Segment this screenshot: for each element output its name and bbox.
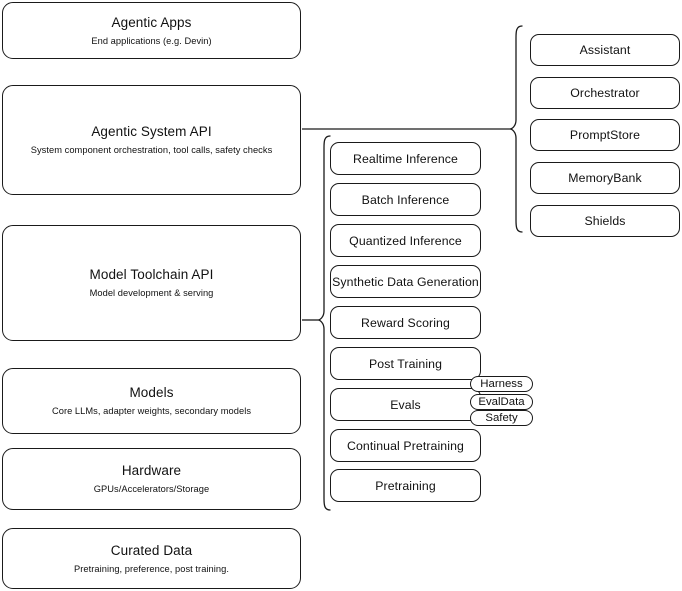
layer-subtitle: End applications (e.g. Devin)	[91, 35, 212, 46]
layer-title: Agentic System API	[91, 124, 212, 139]
stack-layer-models[interactable]: Models Core LLMs, adapter weights, secon…	[2, 368, 301, 434]
layer-subtitle: Model development & serving	[89, 288, 214, 298]
pill-label: EvalData	[478, 396, 525, 408]
layer-title: Model Toolchain API	[89, 267, 214, 282]
capability-label: Pretraining	[375, 478, 436, 493]
system-component-shields[interactable]: Shields	[530, 205, 680, 237]
stack-layer-hardware[interactable]: Hardware GPUs/Accelerators/Storage	[2, 448, 301, 510]
stack-layer-agentic-apps[interactable]: Agentic Apps End applications (e.g. Devi…	[2, 2, 301, 59]
capability-label: Reward Scoring	[361, 315, 450, 330]
pill-label: Harness	[480, 378, 523, 390]
layer-title: Curated Data	[110, 542, 193, 558]
component-label: PromptStore	[569, 128, 641, 142]
pill-label: Safety	[485, 412, 518, 424]
capability-reward-scoring[interactable]: Reward Scoring	[330, 306, 481, 339]
capability-synthetic-data-generation[interactable]: Synthetic Data Generation	[330, 265, 481, 298]
capability-batch-inference[interactable]: Batch Inference	[330, 183, 481, 216]
capability-label: Quantized Inference	[349, 233, 462, 248]
system-component-memorybank[interactable]: MemoryBank	[530, 162, 680, 194]
evals-pill-harness[interactable]: Harness	[470, 376, 533, 392]
layer-subtitle: GPUs/Accelerators/Storage	[93, 484, 210, 494]
system-component-orchestrator[interactable]: Orchestrator	[530, 77, 680, 109]
layer-title: Models	[129, 385, 174, 400]
capability-quantized-inference[interactable]: Quantized Inference	[330, 224, 481, 257]
capability-post-training[interactable]: Post Training	[330, 347, 481, 380]
layer-title: Hardware	[121, 463, 182, 478]
capability-label: Continual Pretraining	[347, 438, 464, 453]
capability-label: Post Training	[368, 356, 443, 371]
capability-continual-pretraining[interactable]: Continual Pretraining	[330, 429, 481, 462]
component-label: Shields	[584, 214, 626, 228]
layer-subtitle: Pretraining, preference, post training.	[74, 563, 229, 574]
component-label: Orchestrator	[570, 86, 640, 100]
layer-title: Agentic Apps	[111, 14, 192, 30]
component-label: MemoryBank	[568, 171, 642, 185]
capability-evals[interactable]: Evals	[330, 388, 481, 421]
capability-label: Realtime Inference	[352, 151, 458, 166]
capability-label: Evals	[390, 397, 421, 412]
system-component-assistant[interactable]: Assistant	[530, 34, 680, 66]
capability-label: Batch Inference	[361, 192, 450, 207]
capability-label: Synthetic Data Generation	[332, 274, 479, 289]
evals-pill-evaldata[interactable]: EvalData	[470, 394, 533, 410]
stack-layer-curated-data[interactable]: Curated Data Pretraining, preference, po…	[2, 528, 301, 589]
evals-pill-safety[interactable]: Safety	[470, 410, 533, 426]
capability-pretraining[interactable]: Pretraining	[330, 469, 481, 502]
capability-realtime-inference[interactable]: Realtime Inference	[330, 142, 481, 175]
layer-subtitle: Core LLMs, adapter weights, secondary mo…	[51, 406, 252, 416]
component-label: Assistant	[579, 43, 631, 57]
system-component-promptstore[interactable]: PromptStore	[530, 119, 680, 151]
stack-layer-model-toolchain-api[interactable]: Model Toolchain API Model development & …	[2, 225, 301, 341]
stack-layer-agentic-system-api[interactable]: Agentic System API System component orch…	[2, 85, 301, 195]
layer-subtitle: System component orchestration, tool cal…	[30, 145, 273, 155]
